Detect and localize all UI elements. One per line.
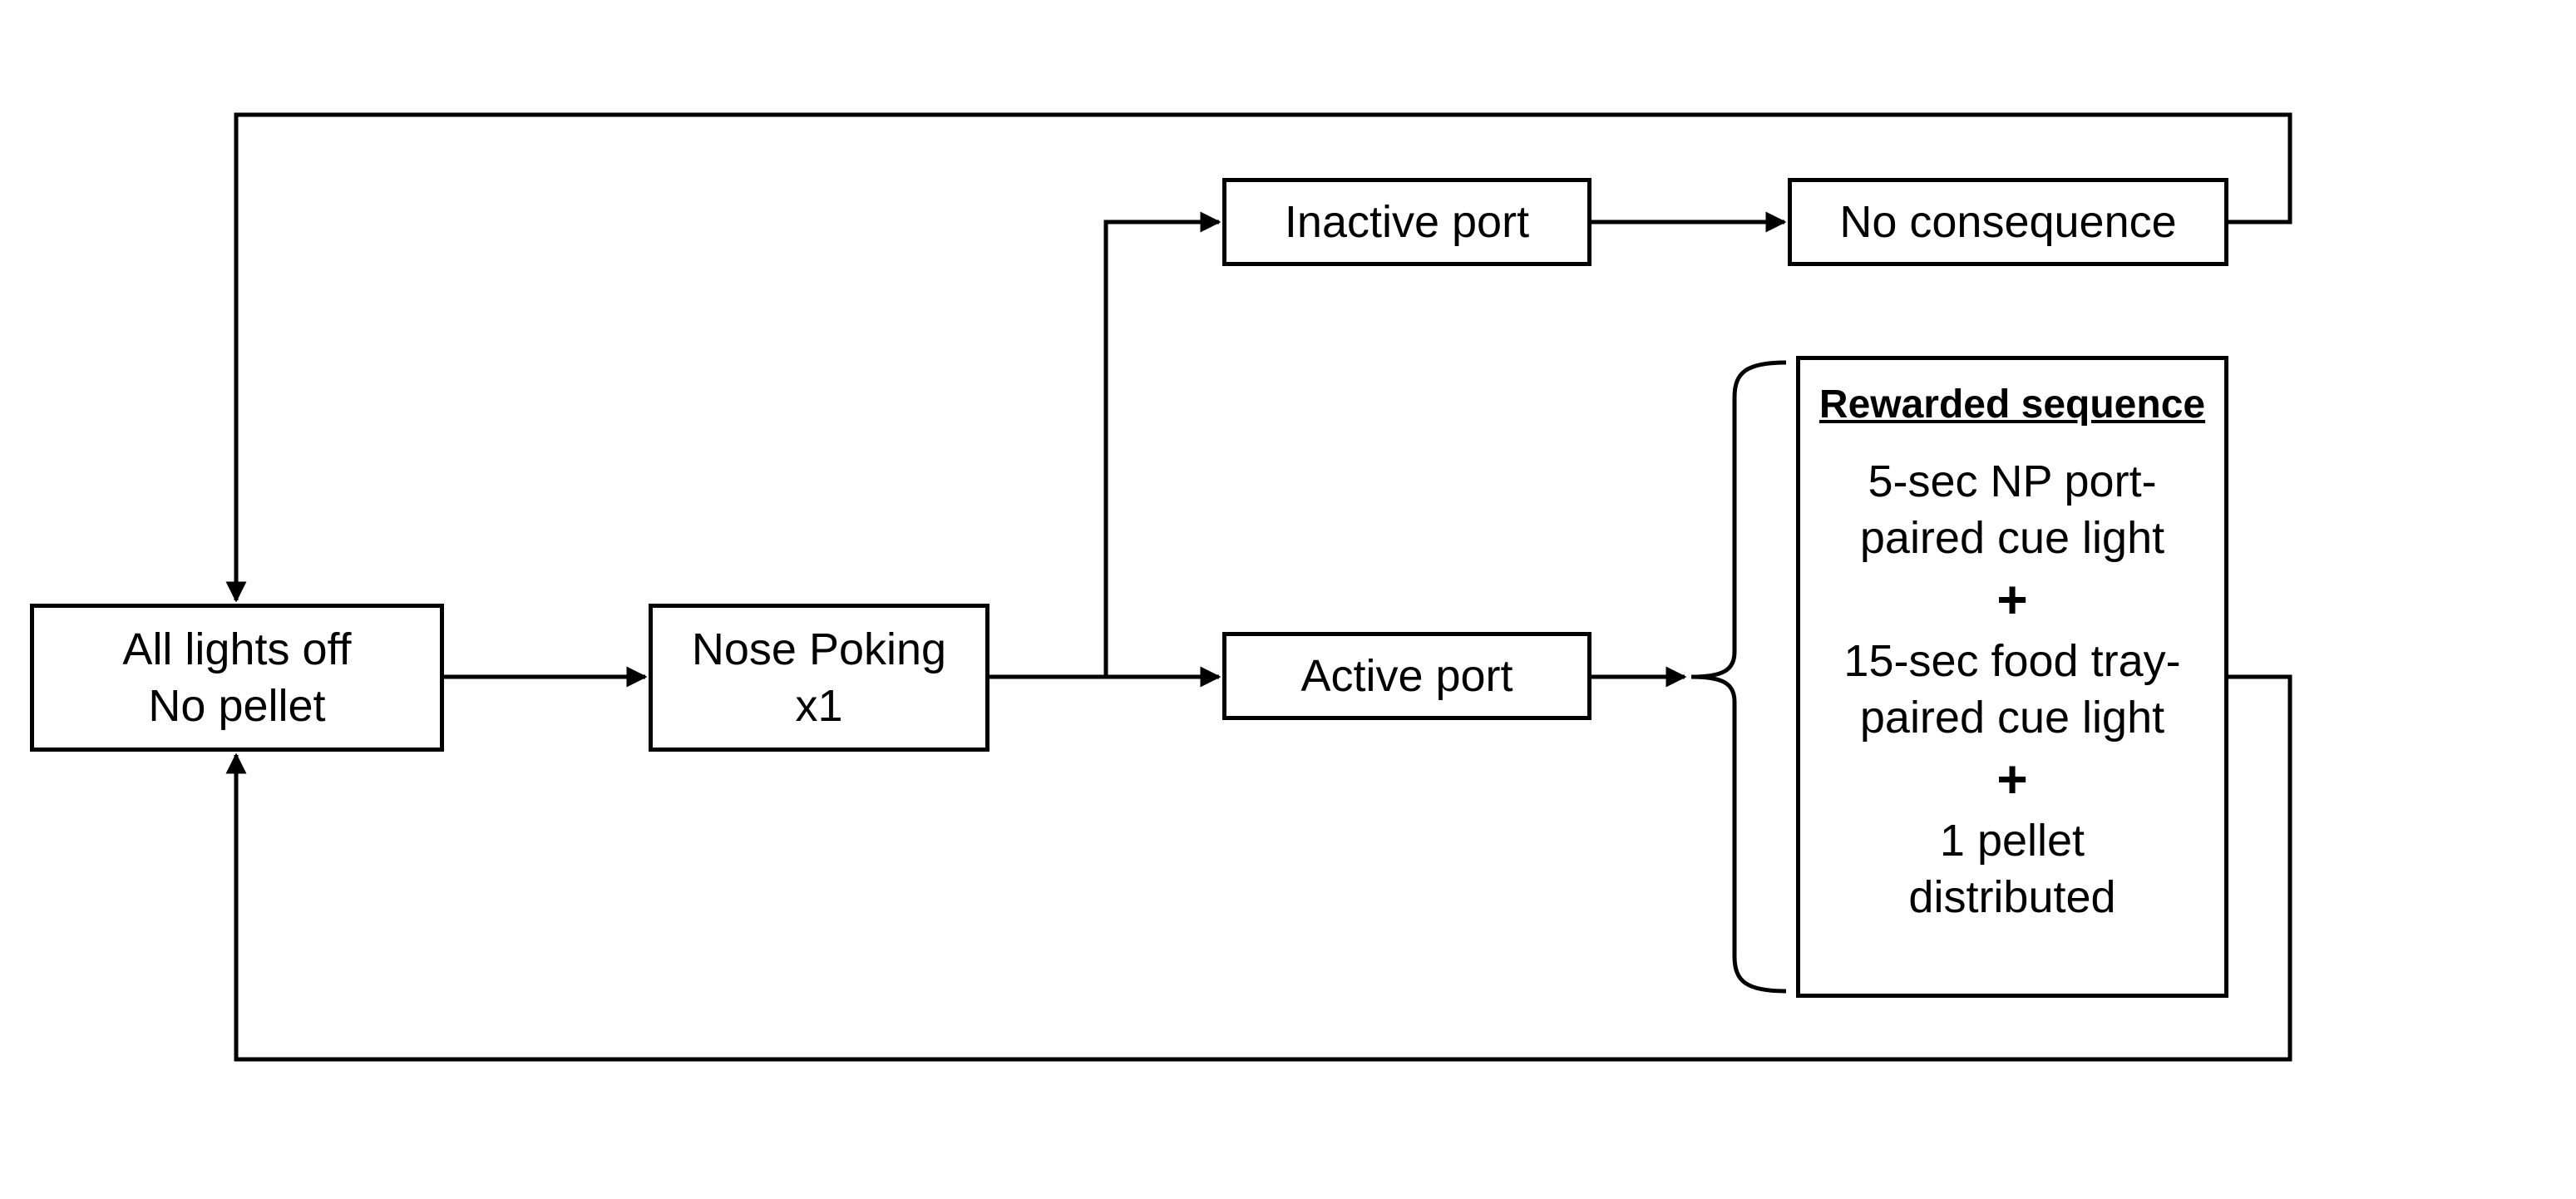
start-state-line1: All lights off — [122, 624, 352, 674]
reward-plus-1: + — [1996, 570, 2028, 629]
reward-step3-line1: 1 pellet — [1939, 816, 2085, 866]
reward-plus-2: + — [1996, 749, 2028, 809]
reward-step1-line2: paired cue light — [1859, 513, 2165, 563]
reward-step3-line2: distributed — [1908, 872, 2116, 922]
active-port-label: Active port — [1300, 651, 1513, 701]
reward-step2-line1: 15-sec food tray- — [1843, 636, 2181, 686]
reward-step2-line2: paired cue light — [1859, 693, 2165, 743]
start-state-line2: No pellet — [148, 681, 326, 731]
no-consequence-box: No consequence — [1788, 178, 2228, 266]
no-consequence-label: No consequence — [1839, 197, 2177, 247]
edge-reward-to-start — [225, 674, 2292, 1062]
rewarded-sequence-box: Rewarded sequence 5-sec NP port- paired … — [1796, 356, 2228, 998]
nose-poke-box: Nose Poking x1 — [649, 604, 989, 752]
inactive-port-label: Inactive port — [1284, 197, 1530, 247]
nose-poke-line1: Nose Poking — [691, 624, 947, 674]
rewarded-sequence-title: Rewarded sequence — [1818, 382, 2206, 427]
reward-step1-line1: 5-sec NP port- — [1868, 456, 2157, 506]
edge-nose-poke-to-inactive — [1103, 211, 1221, 677]
nose-poke-line2: x1 — [795, 681, 843, 731]
reward-brace — [1690, 360, 1787, 994]
active-port-box: Active port — [1222, 632, 1591, 720]
start-state-box: All lights off No pellet — [30, 604, 444, 752]
inactive-port-box: Inactive port — [1222, 178, 1591, 266]
edge-no-consequence-to-start — [225, 112, 2292, 603]
